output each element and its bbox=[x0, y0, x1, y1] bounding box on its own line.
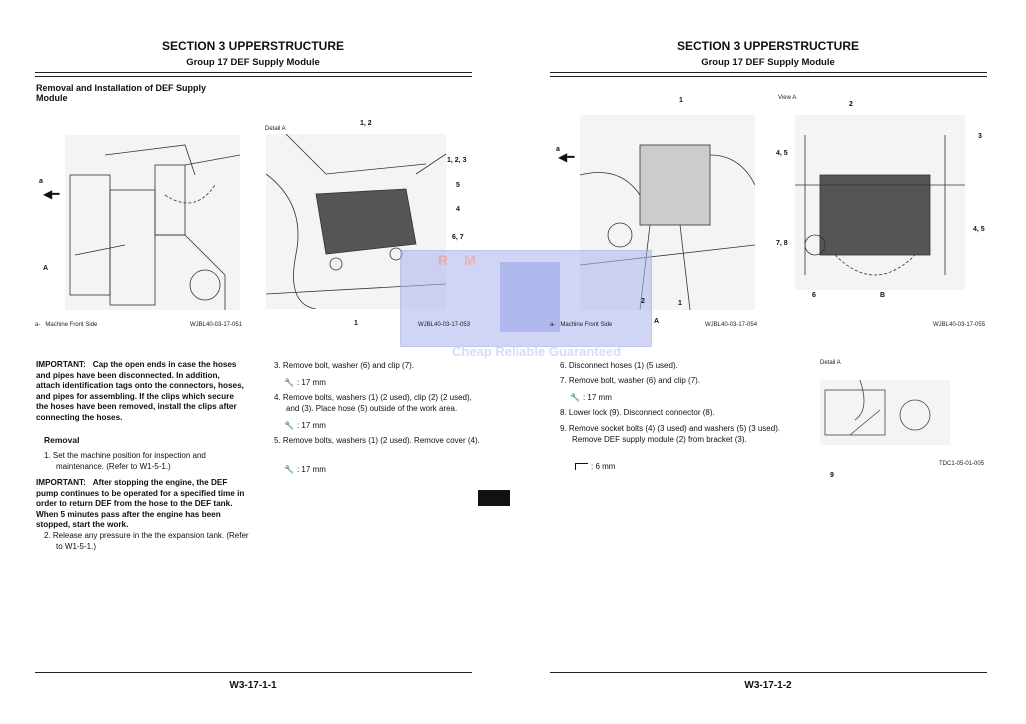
watermark-slogan: Cheap Reliable Guaranteed bbox=[452, 344, 622, 359]
callout-A-right: A bbox=[654, 318, 660, 325]
callout-6-7: 6, 7 bbox=[452, 234, 464, 241]
figure3-caption: a- Machine Front Side bbox=[550, 322, 612, 328]
figure3-code: WJBL40-03-17-054 bbox=[705, 322, 758, 328]
tool-size: : 17 mm bbox=[296, 378, 326, 387]
watermark-text: R M bbox=[438, 252, 482, 268]
tool-size: : 17 mm bbox=[582, 393, 612, 402]
callout-1: 1 bbox=[354, 320, 358, 327]
callout-a: a bbox=[39, 178, 43, 185]
callout-4-5-right: 4, 5 bbox=[973, 226, 985, 233]
important-text: After stopping the engine, the DEF pump … bbox=[36, 478, 245, 530]
callout-A: A bbox=[43, 265, 49, 272]
section-heading: Removal and Installation of DEF Supply M… bbox=[36, 83, 207, 103]
important-note-1: IMPORTANT: Cap the open ends in case the… bbox=[36, 360, 246, 424]
arrow-left-icon: ◀━ bbox=[43, 187, 60, 201]
wrench-document-icon bbox=[500, 262, 560, 332]
step-8: 8. Lower lock (9). Disconnect connector … bbox=[560, 408, 715, 417]
tool-spec-3: 🔧: 17 mm bbox=[284, 378, 326, 387]
page-number-right: W3-17-1-2 bbox=[744, 680, 792, 691]
page-number-left: W3-17-1-1 bbox=[229, 680, 277, 691]
tool-spec-9: : 6 mm bbox=[575, 462, 615, 471]
important-label: IMPORTANT: bbox=[36, 478, 86, 487]
caption-text: Machine Front Side bbox=[45, 322, 98, 328]
step-1: 1. Set the machine position for inspecti… bbox=[44, 451, 206, 471]
caption-key: a- bbox=[35, 322, 41, 328]
callout-3: 3 bbox=[978, 133, 982, 140]
figure5-label: Detail A bbox=[820, 360, 841, 366]
tool-size: : 6 mm bbox=[591, 462, 616, 471]
callout-2: 2 bbox=[641, 298, 645, 305]
footer-rule-left bbox=[35, 672, 472, 673]
step-9: 9. Remove socket bolts (4) (3 used) and … bbox=[560, 424, 781, 444]
figure-view-a bbox=[795, 115, 965, 290]
callout-1-top: 1 bbox=[679, 97, 683, 104]
group-title-left: Group 17 DEF Supply Module bbox=[186, 57, 320, 68]
figure-machine-front: a ◀━ A bbox=[39, 135, 240, 310]
caption-key: a- bbox=[550, 322, 556, 328]
callout-4: 4 bbox=[456, 206, 460, 213]
figure4-code: WJBL40-03-17-055 bbox=[933, 322, 986, 328]
arrow-left-icon: ◀━ bbox=[558, 150, 575, 164]
figure1-caption: a- Machine Front Side bbox=[35, 322, 97, 328]
callout-B: B bbox=[880, 292, 886, 299]
figure-detail-a-lock bbox=[820, 380, 950, 445]
tool-spec-7: 🔧: 17 mm bbox=[570, 393, 612, 402]
figure2-code: WJBL40-03-17-053 bbox=[418, 322, 471, 328]
figure2-label: Detail A bbox=[265, 126, 286, 132]
callout-1-bottom: 1 bbox=[678, 300, 682, 307]
important-text: Cap the open ends in case the hoses and … bbox=[36, 360, 244, 422]
caption-text: Machine Front Side bbox=[560, 322, 613, 328]
callout-1-2-3: 1, 2, 3 bbox=[447, 157, 467, 164]
header-rule-right-2 bbox=[550, 76, 987, 77]
header-rule-right bbox=[550, 72, 987, 73]
tool-size: : 17 mm bbox=[296, 421, 326, 430]
step-4: 4. Remove bolts, washers (1) (2 used), c… bbox=[274, 393, 472, 413]
callout-4-5-left: 4, 5 bbox=[776, 150, 788, 157]
figure4-label: View A bbox=[778, 95, 797, 101]
important-label: IMPORTANT: bbox=[36, 360, 86, 369]
wrench-icon: 🔧 bbox=[570, 393, 580, 402]
callout-6: 6 bbox=[812, 292, 816, 299]
group-title-right: Group 17 DEF Supply Module bbox=[701, 57, 835, 68]
callout-5: 5 bbox=[456, 182, 460, 189]
figure-hoses bbox=[580, 115, 755, 310]
thumb-tab-marker bbox=[478, 490, 510, 506]
callout-1-2: 1, 2 bbox=[360, 120, 372, 127]
wrench-icon: 🔧 bbox=[284, 421, 294, 430]
wrench-icon: 🔧 bbox=[284, 465, 294, 474]
callout-2-view: 2 bbox=[849, 101, 853, 108]
tool-size: : 17 mm bbox=[296, 465, 326, 474]
callout-7-8: 7, 8 bbox=[776, 240, 788, 247]
section-title-right: SECTION 3 UPPERSTRUCTURE bbox=[676, 39, 860, 53]
hex-key-icon bbox=[575, 463, 588, 470]
tool-spec-5: 🔧: 17 mm bbox=[284, 465, 326, 474]
header-rule-left-2 bbox=[35, 76, 472, 77]
callout-9: 9 bbox=[830, 472, 834, 479]
removal-heading: Removal bbox=[44, 435, 80, 445]
figure5-code: TDC1-05-01-005 bbox=[939, 461, 985, 467]
watermark-logo: R M Cheap Reliable Guaranteed bbox=[400, 250, 652, 360]
important-note-2: IMPORTANT: After stopping the engine, th… bbox=[36, 478, 246, 531]
tool-spec-4: 🔧: 17 mm bbox=[284, 421, 326, 430]
step-2: 2. Release any pressure in the the expan… bbox=[44, 531, 249, 551]
figure1-code: WJBL40-03-17-051 bbox=[190, 322, 243, 328]
step-6: 6. Disconnect hoses (1) (5 used). bbox=[560, 361, 678, 370]
callout-a-right: a bbox=[556, 146, 560, 153]
step-5: 5. Remove bolts, washers (1) (2 used). R… bbox=[274, 436, 480, 445]
section-title-left: SECTION 3 UPPERSTRUCTURE bbox=[161, 39, 345, 53]
step-3: 3. Remove bolt, washer (6) and clip (7). bbox=[274, 361, 415, 370]
wrench-icon: 🔧 bbox=[284, 378, 294, 387]
header-rule-left bbox=[35, 72, 472, 73]
step-7: 7. Remove bolt, washer (6) and clip (7). bbox=[560, 376, 701, 385]
footer-rule-right bbox=[550, 672, 987, 673]
